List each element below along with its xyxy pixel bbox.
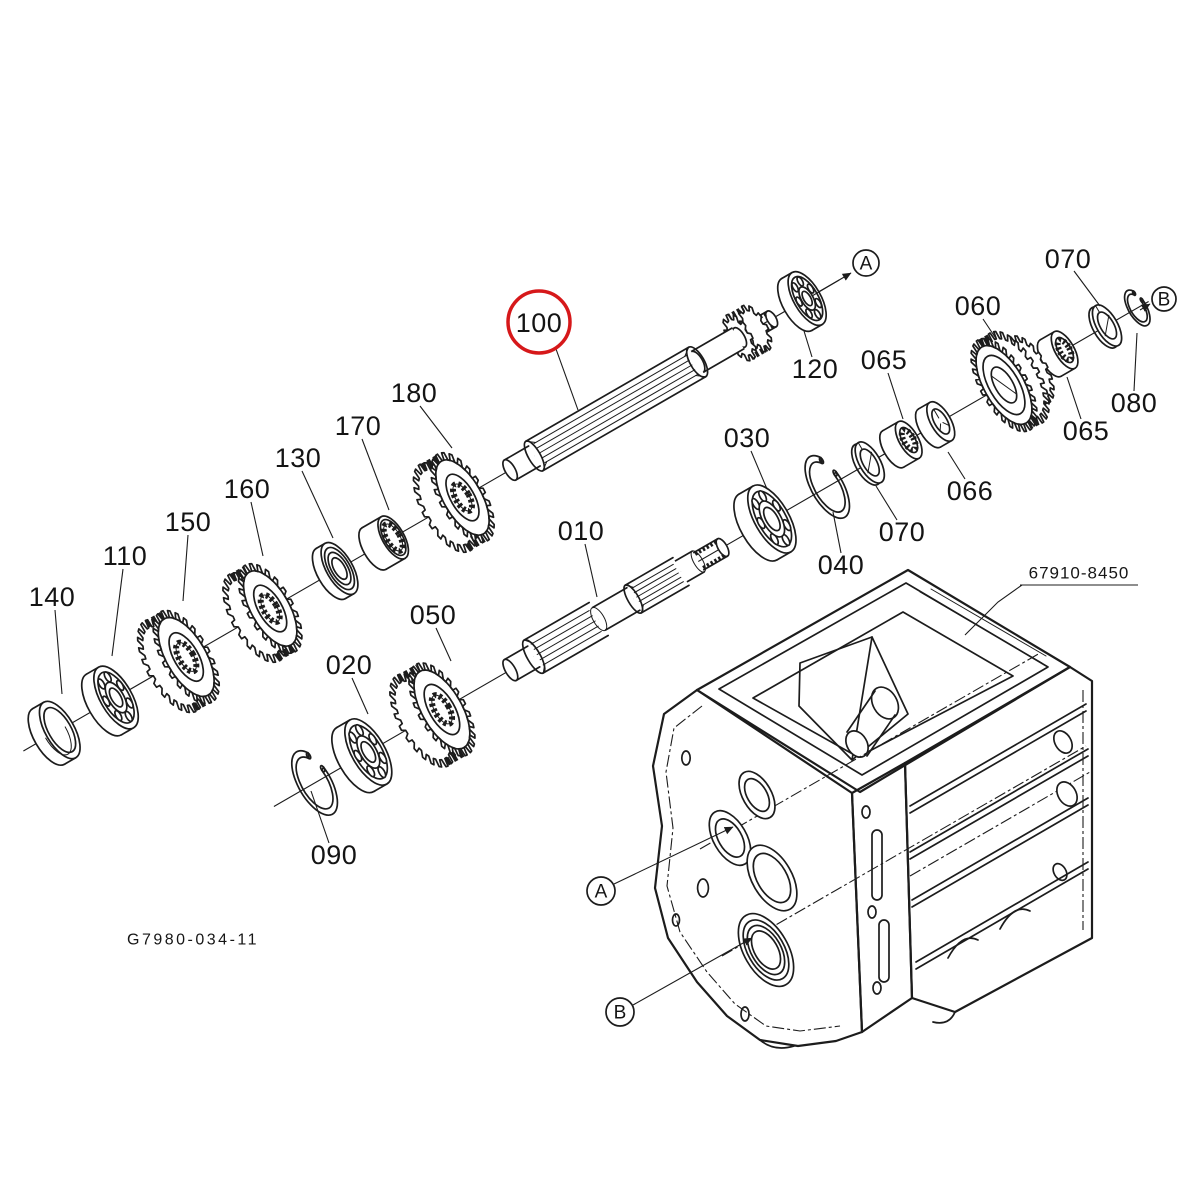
svg-text:020: 020 bbox=[326, 650, 373, 680]
svg-text:150: 150 bbox=[165, 507, 212, 537]
input-shaft-assembly bbox=[0, 235, 865, 796]
svg-text:A: A bbox=[595, 882, 608, 903]
svg-text:110: 110 bbox=[103, 541, 148, 571]
part-label-070: 070 bbox=[876, 486, 925, 547]
part-050-gear bbox=[377, 653, 489, 777]
part-label-140: 140 bbox=[29, 582, 76, 694]
part-label-010: 010 bbox=[558, 516, 605, 597]
part-170-bushing bbox=[353, 511, 415, 574]
part-150-gear bbox=[124, 600, 232, 722]
svg-text:040: 040 bbox=[818, 550, 865, 580]
part-label-160: 160 bbox=[224, 474, 271, 556]
transmission-case: 67910-8450 bbox=[653, 564, 1138, 1049]
part-label-080: 080 bbox=[1111, 333, 1158, 418]
part-080-snap-ring bbox=[1120, 286, 1156, 330]
part-090-snap-ring bbox=[283, 744, 347, 823]
part-160-gear bbox=[210, 554, 314, 672]
part-label-110: 110 bbox=[103, 541, 148, 656]
svg-text:090: 090 bbox=[311, 840, 358, 870]
svg-text:030: 030 bbox=[724, 423, 771, 453]
part-110-ball-bearing bbox=[73, 659, 147, 742]
part-065-needle-bearing bbox=[1032, 327, 1083, 381]
svg-text:180: 180 bbox=[391, 378, 438, 408]
part-label-040: 040 bbox=[818, 512, 865, 580]
svg-text:010: 010 bbox=[558, 516, 605, 546]
part-040-snap-ring bbox=[796, 449, 858, 525]
part-130-bearing bbox=[305, 537, 365, 605]
case-top-port bbox=[841, 727, 872, 761]
svg-text:070: 070 bbox=[1045, 244, 1092, 274]
svg-text:060: 060 bbox=[955, 291, 1002, 321]
part-label-150: 150 bbox=[165, 507, 212, 601]
svg-text:170: 170 bbox=[335, 411, 382, 441]
part-label-120: 120 bbox=[792, 331, 839, 384]
svg-text:B: B bbox=[1158, 290, 1171, 311]
highlighted-part-number: 100 bbox=[516, 308, 563, 338]
part-065-needle-bearing bbox=[874, 417, 927, 472]
svg-text:A: A bbox=[860, 254, 873, 275]
case-top-port bbox=[866, 682, 904, 723]
part-010-countershaft bbox=[497, 529, 736, 689]
part-100-input-shaft bbox=[493, 294, 789, 495]
part-030-ball-bearing bbox=[724, 478, 805, 569]
part-label-070: 070 bbox=[1045, 244, 1100, 306]
svg-text:066: 066 bbox=[947, 476, 994, 506]
ref-letter-A: A bbox=[812, 250, 879, 296]
svg-text:140: 140 bbox=[29, 582, 76, 612]
part-020-ball-bearing bbox=[322, 712, 401, 800]
countershaft-assembly bbox=[248, 256, 1175, 851]
part-label-020: 020 bbox=[326, 650, 373, 714]
ref-letter-B: B bbox=[1140, 287, 1176, 311]
part-070-washer bbox=[846, 437, 890, 489]
part-label-066: 066 bbox=[947, 452, 994, 506]
ref-letter-A: A bbox=[587, 827, 734, 905]
svg-text:050: 050 bbox=[410, 600, 457, 630]
reference-letters: A B A B bbox=[587, 250, 1176, 1026]
svg-text:080: 080 bbox=[1111, 388, 1158, 418]
part-060-gear bbox=[958, 316, 1071, 441]
svg-text:130: 130 bbox=[275, 443, 322, 473]
svg-text:160: 160 bbox=[224, 474, 271, 504]
part-labels: 1401101501601301701801200300400700660650… bbox=[29, 244, 1158, 870]
part-066-collar bbox=[910, 397, 960, 452]
svg-text:065: 065 bbox=[861, 345, 908, 375]
part-140-collar bbox=[20, 695, 88, 771]
drawing-number: G7980-034-11 bbox=[127, 932, 259, 949]
case-bearing-bores bbox=[673, 751, 808, 1021]
part-label-090: 090 bbox=[311, 791, 358, 870]
svg-text:065: 065 bbox=[1063, 416, 1110, 446]
part-label-050: 050 bbox=[410, 600, 457, 661]
part-label-060: 060 bbox=[955, 291, 1002, 337]
part-180-gear bbox=[401, 443, 507, 562]
part-120-ball-bearing bbox=[770, 266, 834, 337]
part-label-065: 065 bbox=[1063, 377, 1110, 446]
svg-text:120: 120 bbox=[792, 354, 839, 384]
case-part-number: 67910-8450 bbox=[1029, 564, 1130, 583]
part-label-030: 030 bbox=[724, 423, 771, 489]
highlighted-callout: 100 bbox=[506, 289, 578, 410]
part-label-065: 065 bbox=[861, 345, 908, 419]
svg-text:070: 070 bbox=[879, 517, 926, 547]
part-070-washer bbox=[1083, 300, 1127, 352]
ref-letter-B: B bbox=[606, 938, 753, 1026]
part-label-130: 130 bbox=[275, 443, 333, 538]
highlight-circle bbox=[506, 289, 572, 355]
svg-text:B: B bbox=[614, 1003, 627, 1024]
shaft-pinion-gear bbox=[716, 300, 778, 365]
part-label-180: 180 bbox=[391, 378, 452, 448]
part-label-170: 170 bbox=[335, 411, 389, 510]
